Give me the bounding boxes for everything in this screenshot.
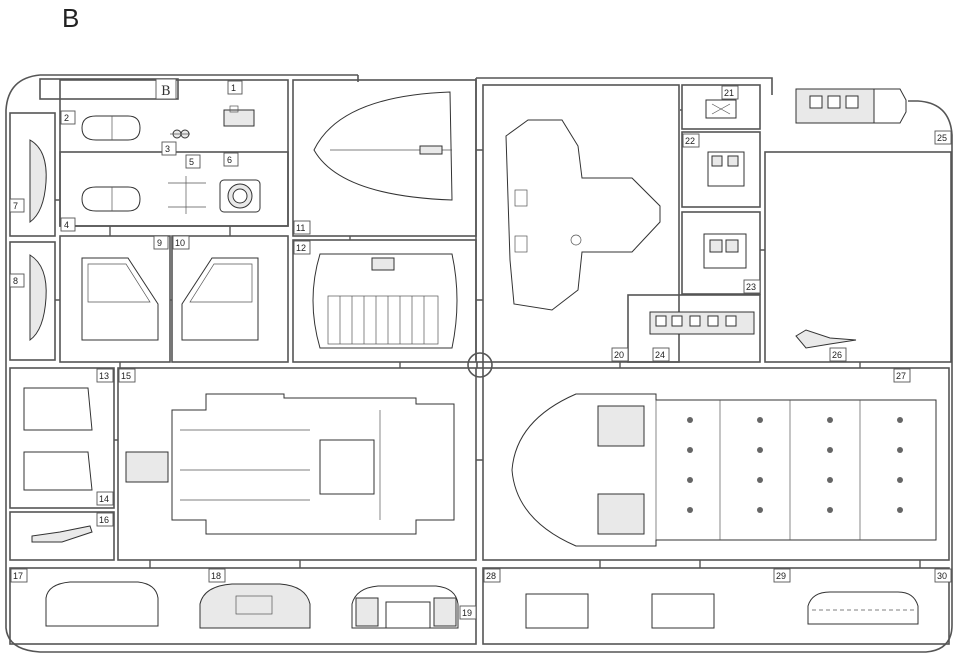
part-5-drawing <box>168 176 206 214</box>
svg-text:16: 16 <box>99 515 109 525</box>
part-3-drawing <box>170 129 190 139</box>
svg-text:9: 9 <box>157 238 162 248</box>
part-label: 29 <box>773 568 791 583</box>
svg-text:24: 24 <box>655 350 665 360</box>
svg-text:10: 10 <box>175 238 185 248</box>
svg-text:5: 5 <box>189 157 194 167</box>
part-10-drawing <box>181 257 259 341</box>
svg-text:11: 11 <box>296 223 305 233</box>
part-19-drawing <box>351 585 459 629</box>
svg-text:18: 18 <box>211 571 221 581</box>
part-label: 27 <box>893 368 911 383</box>
svg-text:15: 15 <box>121 371 131 381</box>
part-label: 3 <box>161 141 177 156</box>
part-7-drawing <box>29 139 47 223</box>
part-label: 13 <box>96 368 114 383</box>
part-26-drawing <box>795 329 857 349</box>
part-label: 25 <box>934 130 952 145</box>
svg-text:21: 21 <box>724 88 734 98</box>
svg-text:22: 22 <box>685 136 695 146</box>
svg-text:13: 13 <box>99 371 109 381</box>
svg-text:25: 25 <box>937 133 947 143</box>
part-1-drawing <box>223 105 255 127</box>
part-label: 17 <box>10 568 28 583</box>
sprue-letter: B <box>62 3 79 33</box>
part-label: 4 <box>60 217 76 232</box>
svg-text:27: 27 <box>896 371 906 381</box>
part-21-drawing <box>705 99 737 119</box>
svg-text:26: 26 <box>832 350 842 360</box>
part-6-drawing <box>219 179 261 213</box>
part-13-14-drawing <box>23 387 93 491</box>
svg-text:8: 8 <box>13 276 18 286</box>
part-17-drawing <box>45 581 159 627</box>
sprue-tag-letter: B <box>161 84 171 99</box>
svg-text:28: 28 <box>486 571 496 581</box>
part-label: 15 <box>118 368 136 383</box>
part-label: 7 <box>9 198 25 213</box>
part-label: 24 <box>652 347 670 362</box>
svg-text:7: 7 <box>13 201 18 211</box>
part-label: 30 <box>934 568 952 583</box>
part-16-drawing <box>31 525 93 543</box>
svg-text:4: 4 <box>64 220 69 230</box>
part-label: 2 <box>60 110 76 125</box>
part-label: 21 <box>721 85 739 100</box>
part-18-drawing <box>199 583 311 629</box>
part-22-drawing <box>707 151 745 187</box>
part-label: 8 <box>9 273 25 288</box>
part-label: 12 <box>293 240 311 255</box>
part-label: 1 <box>227 80 243 95</box>
svg-text:14: 14 <box>99 494 109 504</box>
part-label: 19 <box>459 605 477 620</box>
part-label: 11 <box>293 220 311 235</box>
part-number-labels: 1 2 3 4 5 6 7 8 9 10 11 12 13 14 15 16 1… <box>9 80 952 620</box>
svg-text:12: 12 <box>296 243 306 253</box>
part-24-drawing <box>649 311 755 335</box>
part-2-drawing <box>81 115 141 141</box>
part-label: 9 <box>153 235 169 250</box>
part-label: 6 <box>223 152 239 167</box>
part-label: 14 <box>96 491 114 506</box>
part-8-drawing <box>29 254 47 341</box>
part-label: 23 <box>743 279 761 294</box>
part-9-drawing <box>81 257 159 341</box>
part-15-drawing <box>125 393 455 535</box>
part-label: 16 <box>96 512 114 527</box>
svg-text:2: 2 <box>64 113 69 123</box>
svg-text:20: 20 <box>614 350 624 360</box>
svg-text:29: 29 <box>776 571 786 581</box>
part-label: 10 <box>172 235 190 250</box>
part-label: 18 <box>208 568 226 583</box>
part-11-drawing <box>313 91 453 201</box>
svg-text:17: 17 <box>13 571 23 581</box>
svg-text:23: 23 <box>746 282 756 292</box>
part-label: 5 <box>185 154 201 169</box>
svg-text:1: 1 <box>231 83 236 93</box>
part-label: 28 <box>483 568 501 583</box>
svg-text:30: 30 <box>937 571 947 581</box>
svg-text:6: 6 <box>227 155 232 165</box>
part-12-drawing <box>312 253 458 349</box>
part-27-drawing <box>511 393 937 547</box>
part-20-drawing <box>505 119 661 311</box>
svg-text:3: 3 <box>165 144 170 154</box>
svg-text:19: 19 <box>462 608 472 618</box>
runner-frame: B <box>5 74 953 653</box>
part-label: 22 <box>682 133 700 148</box>
part-25-drawing <box>795 88 907 124</box>
part-label: 26 <box>829 347 847 362</box>
part-23-drawing <box>703 233 747 269</box>
part-4-drawing <box>81 186 141 212</box>
part-30-drawing <box>807 591 919 625</box>
part-label: 20 <box>611 347 629 362</box>
part-28-drawing <box>525 593 715 629</box>
